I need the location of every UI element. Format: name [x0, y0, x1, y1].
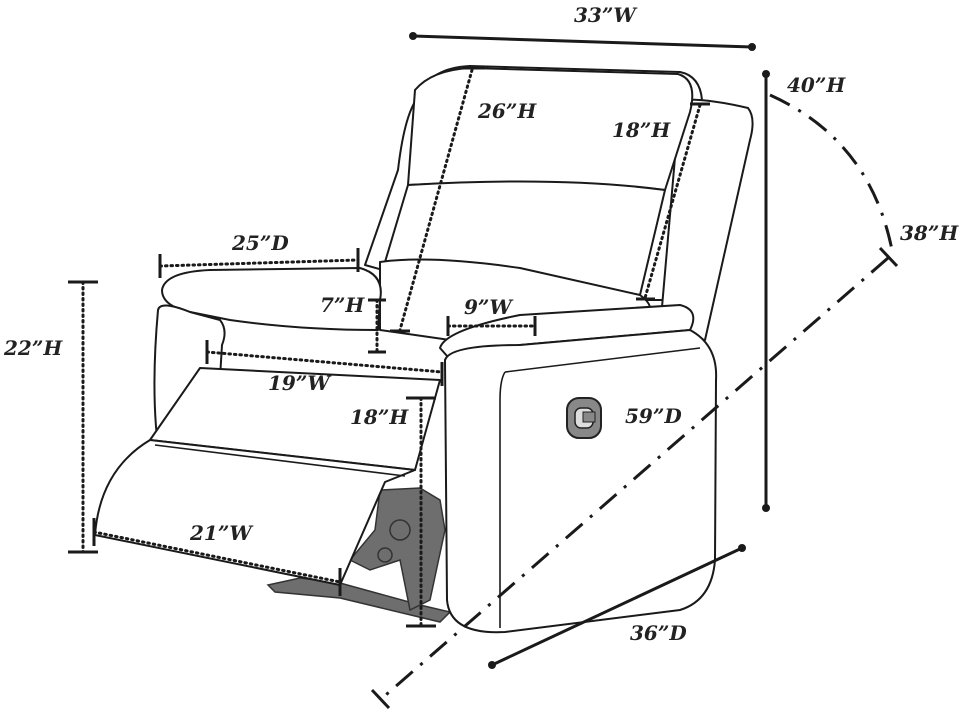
label-arm-width: 9”W	[464, 295, 514, 319]
label-overall-height: 40”H	[787, 73, 846, 97]
dimension-lines	[68, 32, 899, 710]
label-arm-back-height: 18”H	[612, 118, 671, 142]
label-depth: 36”D	[630, 621, 687, 645]
label-seat-height: 18”H	[350, 405, 409, 429]
label-reclined-depth: 59”D	[625, 404, 682, 428]
label-footrest-width: 21”W	[189, 521, 254, 545]
label-overall-width: 33”W	[574, 3, 638, 27]
recliner-illustration	[94, 65, 754, 634]
label-arm-depth: 25”D	[231, 231, 289, 255]
label-cushion-height: 7”H	[320, 293, 365, 317]
label-front-height: 22”H	[3, 336, 63, 360]
recline-handle-icon	[566, 397, 602, 439]
dimension-labels: 33”W 40”H 26”H 18”H 38”H 25”D 7”H 9”W 22…	[3, 3, 959, 645]
right-arm-side	[444, 329, 718, 634]
label-reclined-height: 38”H	[900, 221, 959, 245]
label-seat-width: 19”W	[268, 371, 332, 395]
label-backrest-height: 26”H	[477, 99, 537, 123]
